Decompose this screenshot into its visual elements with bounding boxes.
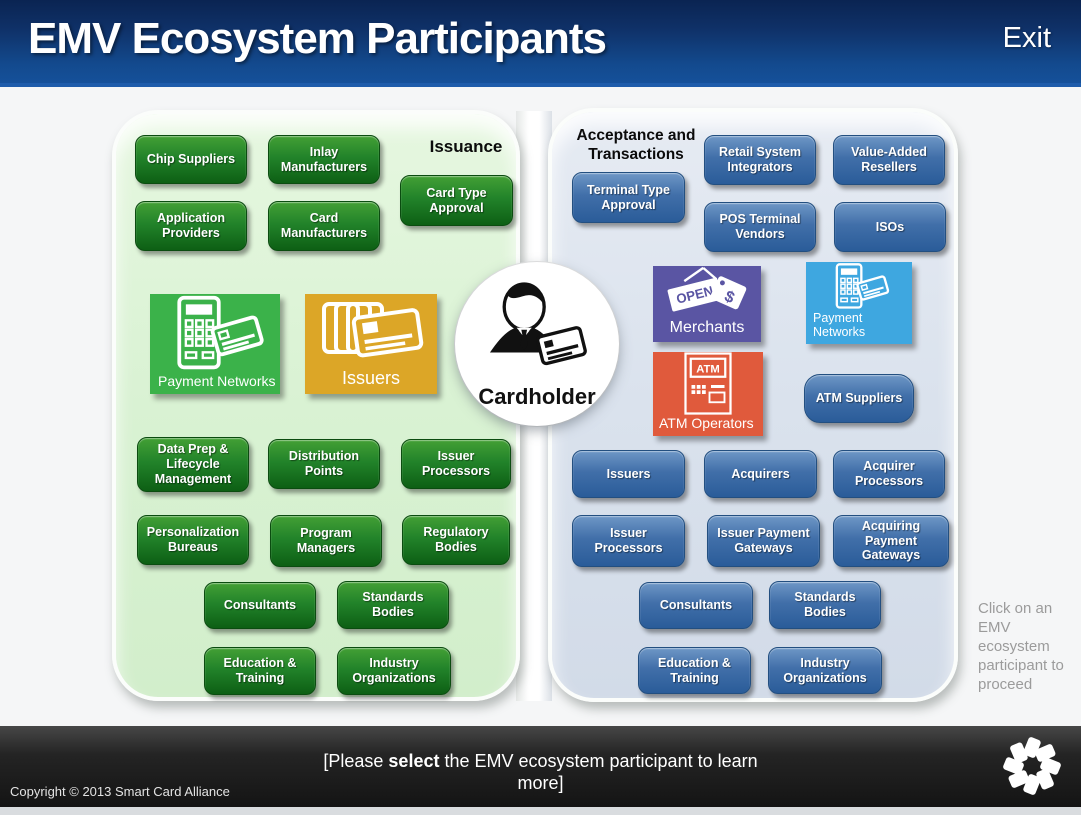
button-chip-suppliers[interactable]: Chip Suppliers (135, 135, 247, 184)
prompt-bold: select (388, 751, 440, 771)
tile-atm-operators[interactable]: ATM ATM Operators (653, 352, 763, 436)
button-acquirers[interactable]: Acquirers (704, 450, 817, 498)
tile-issuers-issuance[interactable]: Issuers (305, 294, 437, 394)
button-education-training-acceptance[interactable]: Education & Training (638, 647, 751, 694)
tile-label: ATM Operators (659, 415, 754, 431)
button-card-type-approval[interactable]: Card Type Approval (400, 175, 513, 226)
tile-merchants[interactable]: OPEN $ Merchants (653, 266, 761, 342)
exit-button[interactable]: Exit (1002, 22, 1051, 54)
button-data-prep-lifecycle[interactable]: Data Prep & Lifecycle Management (137, 437, 249, 492)
button-issuer-payment-gateways[interactable]: Issuer Payment Gateways (707, 515, 820, 567)
button-distribution-points[interactable]: Distribution Points (268, 439, 380, 489)
button-issuers-acceptance[interactable]: Issuers (572, 450, 685, 498)
tile-label: Merchants (669, 319, 745, 336)
button-consultants-issuance[interactable]: Consultants (204, 582, 316, 629)
atm-machine-icon: ATM (684, 352, 732, 415)
page-title: EMV Ecosystem Participants (28, 14, 607, 63)
button-consultants-acceptance[interactable]: Consultants (639, 582, 753, 629)
bottom-edge-strip (0, 807, 1081, 815)
footer-bar: [Please select the EMV ecosystem partici… (0, 726, 1081, 807)
prompt-suffix: the EMV ecosystem participant to learn m… (439, 751, 758, 793)
button-standards-bodies-issuance[interactable]: Standards Bodies (337, 581, 449, 629)
acceptance-panel: Acceptance and Transactions Retail Syste… (548, 108, 958, 702)
pinwheel-logo-icon (1003, 737, 1061, 795)
prompt-prefix: [Please (323, 751, 389, 771)
button-regulatory-bodies[interactable]: Regulatory Bodies (402, 515, 510, 565)
cardholder-circle[interactable]: Cardholder (455, 262, 619, 426)
button-industry-organizations-issuance[interactable]: Industry Organizations (337, 647, 451, 695)
button-inlay-manufacturers[interactable]: Inlay Manufacturers (268, 135, 380, 184)
button-pos-terminal-vendors[interactable]: POS Terminal Vendors (704, 202, 816, 252)
tile-payment-networks-issuance[interactable]: Payment Networks (150, 294, 280, 394)
main-area: Issuance Chip Suppliers Inlay Manufactur… (0, 91, 1081, 726)
cardholder-label: Cardholder (478, 384, 596, 409)
copyright-text: Copyright © 2013 Smart Card Alliance (10, 784, 230, 799)
issuance-panel: Issuance Chip Suppliers Inlay Manufactur… (112, 110, 520, 701)
button-isos[interactable]: ISOs (834, 202, 946, 252)
button-education-training-issuance[interactable]: Education & Training (204, 647, 316, 695)
tile-payment-networks-acceptance[interactable]: Payment Networks (806, 262, 912, 344)
button-acquiring-payment-gateways[interactable]: Acquiring Payment Gateways (833, 515, 949, 567)
payment-terminal-card-icon (177, 295, 264, 370)
button-application-providers[interactable]: Application Providers (135, 201, 247, 251)
tile-label: Payment Networks (813, 311, 866, 339)
side-instruction-text: Click on an EMV ecosystem participant to… (978, 600, 1064, 693)
tile-label: Issuers (341, 368, 401, 388)
button-industry-organizations-acceptance[interactable]: Industry Organizations (768, 647, 882, 694)
button-issuer-processors-issuance[interactable]: Issuer Processors (401, 439, 511, 489)
person-card-icon (489, 282, 587, 366)
button-acquirer-processors[interactable]: Acquirer Processors (833, 450, 945, 498)
button-personalization-bureaus[interactable]: Personalization Bureaus (137, 515, 249, 565)
button-issuer-processors-acceptance[interactable]: Issuer Processors (572, 515, 685, 567)
open-sign-tag-icon: OPEN $ (667, 266, 747, 312)
button-standards-bodies-acceptance[interactable]: Standards Bodies (769, 581, 881, 629)
button-atm-suppliers[interactable]: ATM Suppliers (804, 374, 914, 423)
payment-terminal-card-icon (835, 263, 890, 309)
issuance-heading: Issuance (429, 137, 503, 156)
button-value-added-resellers[interactable]: Value-Added Resellers (833, 135, 945, 185)
card-stack-icon (322, 302, 424, 358)
header-bar: EMV Ecosystem Participants Exit (0, 0, 1081, 87)
button-terminal-type-approval[interactable]: Terminal Type Approval (572, 172, 685, 223)
tile-label: Payment Networks (158, 373, 276, 389)
acceptance-heading: Acceptance and Transactions (576, 127, 696, 164)
footer-prompt: [Please select the EMV ecosystem partici… (0, 750, 1081, 794)
button-retail-system-integrators[interactable]: Retail System Integrators (704, 135, 816, 185)
button-program-managers[interactable]: Program Managers (270, 515, 382, 567)
atm-sign-text: ATM (696, 363, 720, 375)
button-card-manufacturers[interactable]: Card Manufacturers (268, 201, 380, 251)
